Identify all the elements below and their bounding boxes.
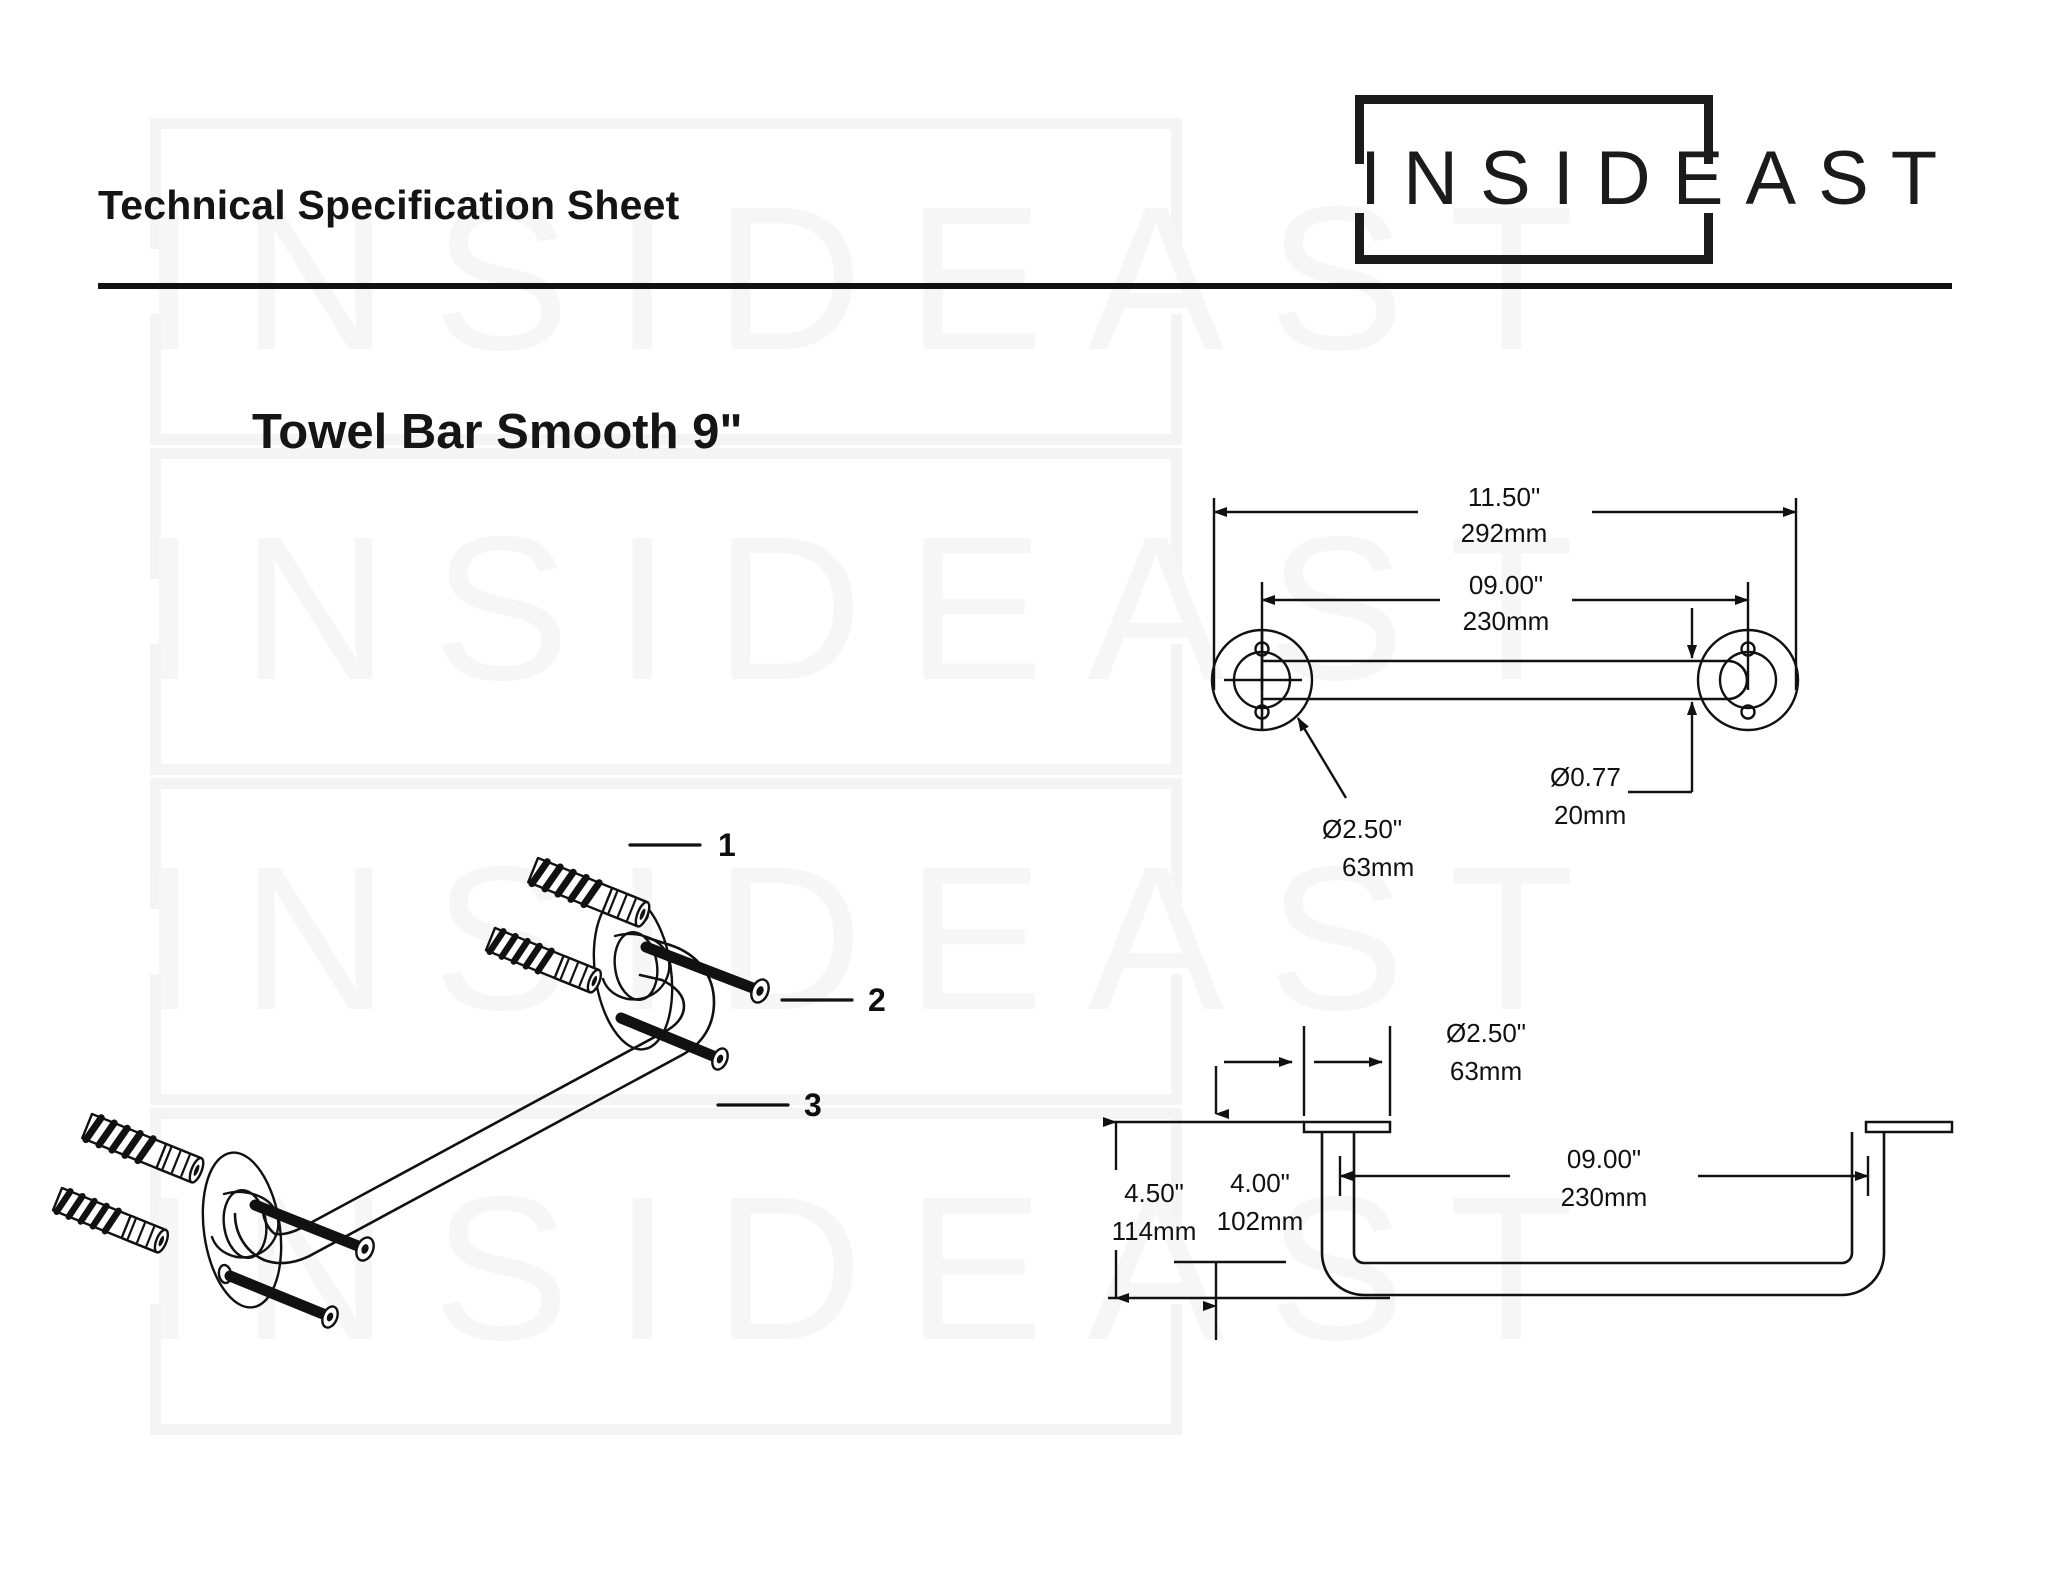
callout-number-1: 1: [718, 827, 736, 863]
dim-side-center-to-center-metric: 230mm: [1561, 1182, 1648, 1212]
header-divider: [98, 283, 1952, 289]
dim-projection-metric: 102mm: [1217, 1206, 1304, 1236]
front-elevation-view: 11.50" 292mm 09.00" 230mm Ø2.50" 63mm Ø0…: [1150, 482, 1980, 920]
logo-bracket-bottom-icon: [1355, 213, 1713, 264]
dim-side-center-to-center-imperial: 09.00": [1567, 1144, 1641, 1174]
side-elevation-view: 4.50" 114mm 4.00" 102mm Ø2.50" 63mm 09.0…: [1100, 1010, 1980, 1350]
dim-center-to-center-imperial: 09.00": [1469, 570, 1543, 600]
dim-side-flange-diameter-metric: 63mm: [1450, 1056, 1522, 1086]
dim-overall-length-imperial: 11.50": [1468, 482, 1540, 512]
dim-flange-diameter-imperial: Ø2.50": [1322, 814, 1402, 844]
dim-overall-depth-imperial: 4.50": [1124, 1178, 1184, 1208]
page-title: Technical Specification Sheet: [98, 182, 680, 228]
dim-tube-diameter-imperial: Ø0.77: [1550, 762, 1621, 792]
dim-projection-imperial: 4.00": [1230, 1168, 1290, 1198]
brand-logo: INSIDEAST: [1355, 95, 1955, 264]
logo-wordmark: INSIDEAST: [1360, 136, 1960, 221]
product-title: Towel Bar Smooth 9": [252, 405, 743, 459]
dim-overall-depth-metric: 114mm: [1112, 1216, 1197, 1246]
watermark-frame-bottom: [150, 1304, 1182, 1435]
page-header: Technical Specification Sheet INSIDEAST: [0, 0, 2048, 300]
dim-center-to-center-metric: 230mm: [1463, 606, 1550, 636]
dim-overall-length-metric: 292mm: [1461, 518, 1548, 548]
callout-number-3: 3: [804, 1087, 822, 1123]
isometric-exploded-view: 1 2 3: [51, 740, 890, 1329]
dim-tube-diameter-metric: 20mm: [1554, 800, 1626, 830]
callout-number-2: 2: [868, 982, 886, 1018]
logo-bracket-top-icon: [1355, 95, 1713, 164]
dim-side-flange-diameter-imperial: Ø2.50": [1446, 1018, 1526, 1048]
dim-flange-diameter-metric: 63mm: [1342, 852, 1414, 882]
watermark-frame-top: [150, 448, 1182, 579]
